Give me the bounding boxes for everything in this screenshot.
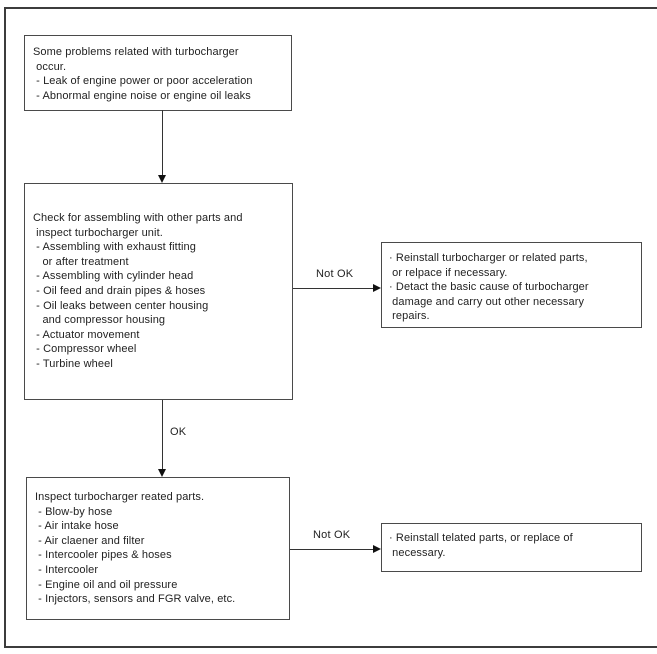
remedy-unit-box: · Reinstall turbocharger or related part… — [381, 242, 642, 328]
arrow-down-icon — [158, 469, 166, 477]
inspect-parts-box-text: Inspect turbocharger reated parts. - Blo… — [35, 491, 236, 606]
ok-label: OK — [168, 426, 189, 438]
remedy-unit-box-text: · Reinstall turbocharger or related part… — [389, 252, 589, 323]
page-frame — [4, 7, 657, 648]
arrow-down-icon — [158, 175, 166, 183]
problem-box-text: Some problems related with turbocharger … — [33, 46, 253, 102]
check-unit-box: Check for assembling with other parts an… — [24, 183, 293, 400]
check-unit-box-text: Check for assembling with other parts an… — [33, 212, 243, 370]
arrow-right-icon — [373, 545, 381, 553]
not-ok-label-1: Not OK — [314, 268, 356, 280]
connector-line-check-to-remedy — [293, 288, 374, 289]
inspect-parts-box: Inspect turbocharger reated parts. - Blo… — [26, 477, 290, 620]
not-ok-label-2: Not OK — [311, 529, 353, 541]
problem-box: Some problems related with turbocharger … — [24, 35, 292, 111]
connector-line-inspect-to-remedy — [290, 549, 374, 550]
remedy-parts-box: · Reinstall telated parts, or replace of… — [381, 523, 642, 572]
remedy-parts-box-text: · Reinstall telated parts, or replace of… — [389, 532, 573, 559]
arrow-right-icon — [373, 284, 381, 292]
connector-line-problem-to-check — [162, 110, 163, 176]
connector-line-check-to-inspect — [162, 400, 163, 470]
